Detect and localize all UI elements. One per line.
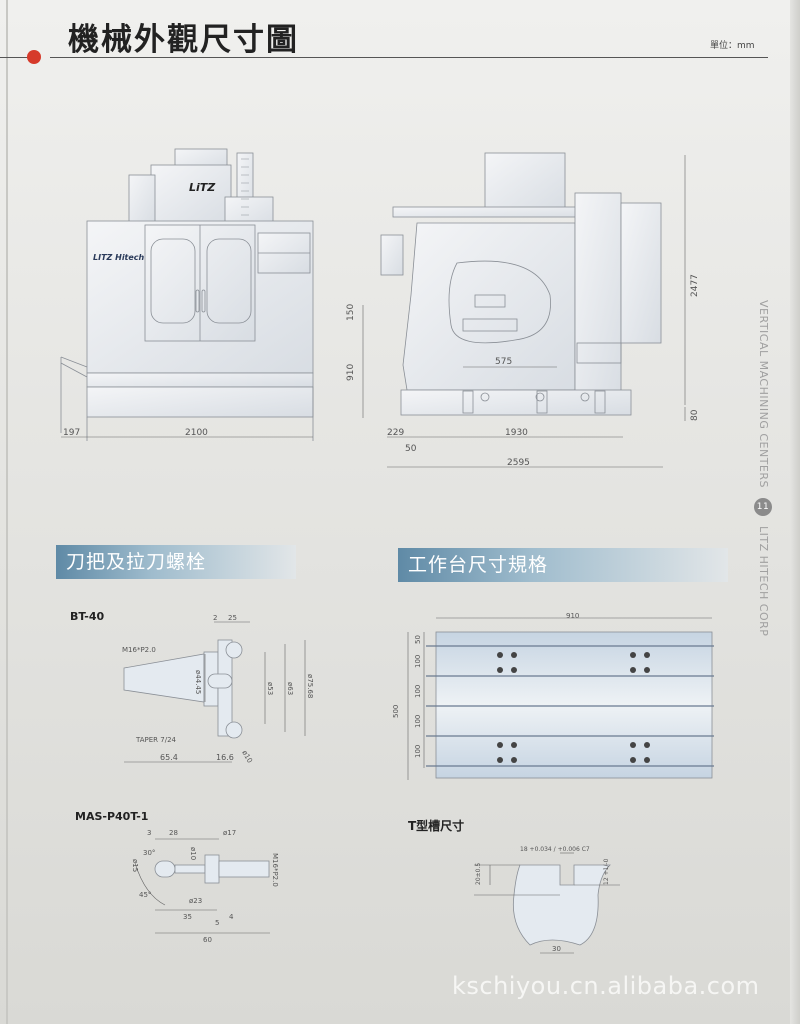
dim-910: 910: [346, 364, 356, 381]
mas-top2: 28: [169, 829, 178, 837]
dim-50: 50: [405, 444, 417, 454]
front-view-drawing: LiTZ LITZ Hitech 197 2100: [55, 145, 325, 445]
dim-2595: 2595: [507, 458, 530, 468]
mas-d23: ø23: [189, 897, 202, 905]
table-row-1: 100: [414, 655, 422, 668]
side-strip: VERTICAL MACHINING CENTERS 11 LITZ HITEC…: [752, 300, 772, 636]
header-rule: [50, 57, 768, 58]
bt40-top2: 25: [228, 614, 237, 622]
table-row-2: 100: [414, 685, 422, 698]
mas-angle1: 30°: [143, 849, 155, 857]
bt40-len2: 16.6: [216, 753, 234, 762]
bt40-d1: ø44.45: [194, 670, 202, 694]
bt40-d5: ø10: [240, 749, 254, 764]
logo-litz-hitech: LITZ Hitech: [93, 253, 145, 262]
side-text-bottom: LITZ HITECH CORP: [757, 526, 770, 637]
page-binding-edge: [6, 0, 8, 1024]
mas-d15: ø15: [131, 859, 139, 872]
dim-575: 575: [495, 357, 512, 367]
mas-len5: 5: [215, 919, 219, 927]
bt40-top1: 2: [213, 614, 217, 622]
dim-80: 80: [690, 409, 700, 421]
bt40-d3: ø63: [286, 682, 294, 695]
tslot-label: T型槽尺寸: [408, 819, 465, 833]
watermark: kschiyou.cn.alibaba.com: [452, 972, 760, 1000]
section-header-tool-holder: 刀把及拉刀螺栓: [56, 545, 296, 579]
worktable-drawing: 910 500 50 100 100 100 100: [380, 610, 720, 785]
tslot-d1: 20±0.5: [475, 863, 482, 885]
bt40-len1: 65.4: [160, 753, 178, 762]
dim-197: 197: [63, 428, 80, 438]
side-view-drawing: 150 910 575 2477 80 229 50 1930 2595: [345, 145, 715, 475]
bt40-d2: ø53: [266, 682, 274, 695]
dim-2477: 2477: [690, 274, 700, 297]
bt40-taper: TAPER 7/24: [135, 736, 177, 744]
mas-label: MAS-P40T-1: [75, 810, 149, 823]
page-right-edge: [790, 0, 800, 1024]
mas-len35: 35: [183, 913, 192, 921]
unit-label: 單位：mm: [710, 41, 755, 51]
dim-1930: 1930: [505, 428, 528, 438]
tslot-bottom: 30: [552, 945, 561, 953]
header-rule-left: [0, 57, 30, 58]
section-header-table-spec: 工作台尺寸規格: [398, 548, 728, 582]
dim-229: 229: [387, 428, 404, 438]
bt40-drawing: M16*P2.0 TAPER 7/24 65.4 16.6 2 25 ø44.4…: [110, 612, 340, 772]
mas-top1: 3: [147, 829, 151, 837]
mas-len4: 4: [229, 913, 234, 921]
page-title: 機械外觀尺寸圖: [68, 22, 299, 58]
mas-len60: 60: [203, 936, 212, 944]
tslot-width: 18 +0.034 / +0.006 C7: [520, 846, 590, 853]
bt40-label: BT-40: [70, 610, 105, 623]
bt40-d4: ø75.68: [306, 674, 314, 698]
mas-thread: M16*P2.0: [271, 853, 279, 887]
table-depth: 500: [392, 705, 400, 718]
bt40-thread: M16*P2.0: [122, 646, 156, 654]
table-row-0: 50: [414, 635, 422, 644]
mas-d10: ø10: [189, 847, 197, 860]
table-width: 910: [566, 612, 579, 620]
page-number-badge: 11: [754, 498, 772, 517]
table-row-3: 100: [414, 715, 422, 728]
mas-angle2: 45°: [139, 891, 151, 899]
tslot-d3: 12 +1/-0: [603, 858, 610, 885]
dim-150: 150: [346, 304, 356, 321]
table-row-4: 100: [414, 745, 422, 758]
logo-litz: LiTZ: [189, 181, 216, 194]
red-bullet-icon: [27, 50, 41, 64]
side-text-top: VERTICAL MACHINING CENTERS: [757, 300, 770, 489]
tslot-drawing: 18 +0.034 / +0.006 C7 20±0.5 34 +1/-0 12…: [447, 845, 630, 960]
mas-d17: ø17: [223, 829, 236, 837]
mas-drawing: 3 28 ø17 ø10 ø15 ø23 M16*P2.0 30° 45° 35…: [125, 825, 295, 950]
dim-2100: 2100: [185, 428, 208, 438]
